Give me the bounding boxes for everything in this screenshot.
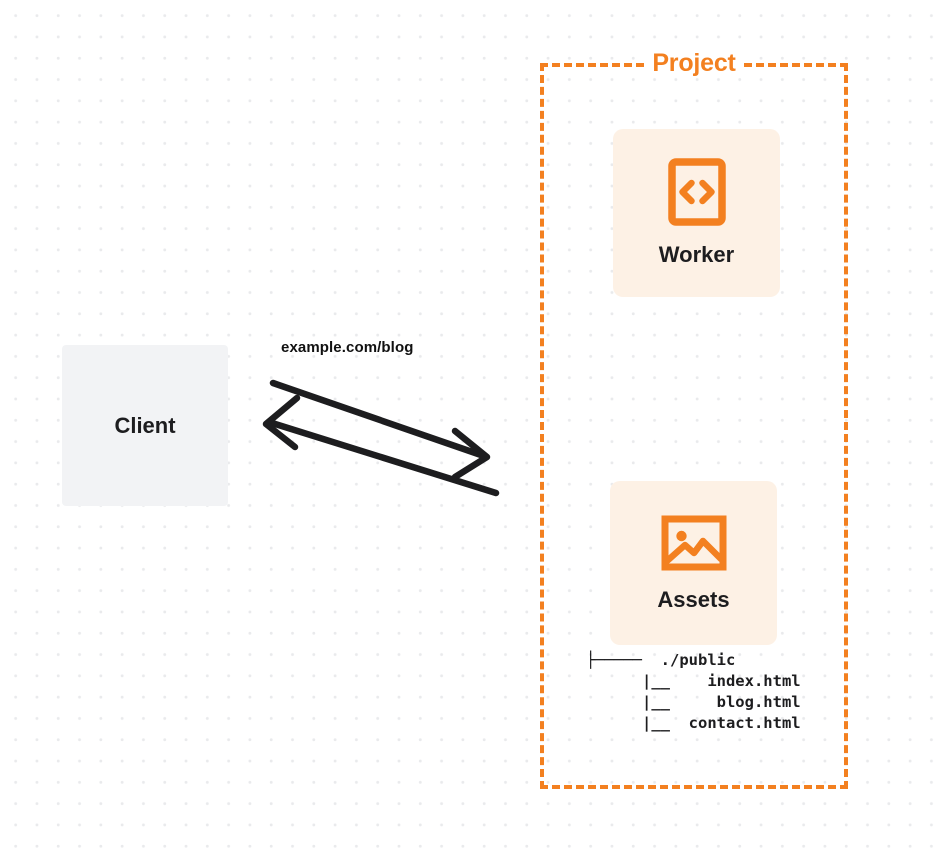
response-arrow bbox=[262, 394, 500, 497]
client-label: Client bbox=[114, 412, 176, 438]
client-node[interactable]: Client bbox=[62, 345, 228, 506]
worker-label: Worker bbox=[658, 242, 735, 267]
project-title-text: Project bbox=[645, 49, 743, 77]
assets-node[interactable]: Assets bbox=[610, 481, 777, 645]
project-title: Project bbox=[540, 48, 848, 78]
image-icon bbox=[661, 514, 727, 572]
worker-node[interactable]: Worker bbox=[613, 129, 780, 297]
assets-file-tree: ├───── ./public |__ index.html |__ blog.… bbox=[586, 651, 801, 732]
request-arrow bbox=[269, 379, 491, 481]
connection-label: example.com/blog bbox=[281, 339, 414, 356]
code-file-icon bbox=[667, 158, 726, 226]
assets-label: Assets bbox=[657, 586, 730, 612]
